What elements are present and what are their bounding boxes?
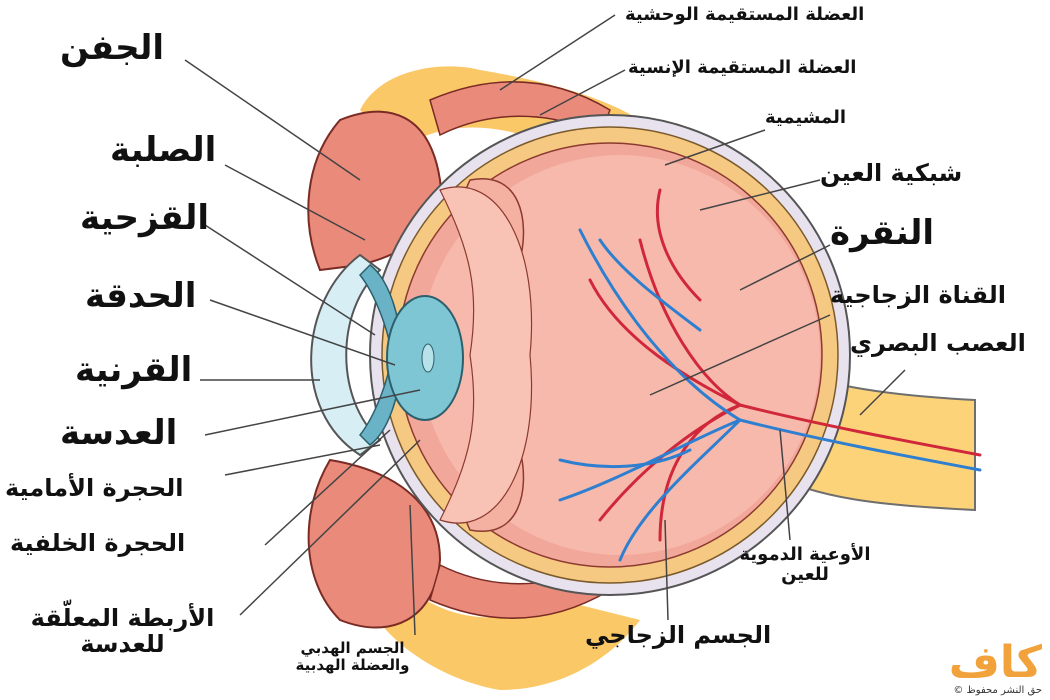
label-fovea: النقرة	[830, 213, 934, 253]
label-hyaloid-canal: القناة الزجاجية	[830, 281, 1006, 309]
copyright-notice: حق النشر محفوظ ©	[953, 685, 1042, 696]
label-iris: القزحية	[80, 198, 210, 238]
label-suspensory-ligaments: الأربطة المعلّقة للعدسة	[5, 605, 240, 658]
blood-vessels	[558, 188, 982, 562]
brand-logo: كاف	[948, 637, 1042, 688]
label-blood-vessels: الأوعية الدموية للعين	[720, 545, 890, 585]
label-vessels-line1: الأوعية الدموية	[739, 544, 871, 565]
lens-core	[421, 343, 435, 373]
label-lens: العدسة	[60, 413, 178, 453]
label-sclera: الصلبة	[110, 130, 217, 170]
label-retina: شبكية العين	[820, 159, 963, 187]
label-ciliary-line1: الجسم الهدبي	[300, 639, 405, 657]
label-vessels-line2: للعين	[781, 563, 829, 585]
brand-block: كاف حق النشر محفوظ ©	[948, 637, 1042, 697]
label-anterior-chamber: الحجرة الأمامية	[5, 474, 184, 502]
label-posterior-chamber: الحجرة الخلفية	[10, 529, 186, 557]
label-choroid: المشيمية	[765, 107, 846, 128]
label-eyelid: الجفن	[60, 28, 164, 68]
label-pupil: الحدقة	[85, 276, 197, 316]
label-medial-rectus: العضلة المستقيمة الإنسية	[628, 57, 857, 78]
label-vitreous-body: الجسم الزجاجي	[585, 621, 772, 649]
lower-eyelid	[307, 458, 442, 629]
label-lateral-rectus: العضلة المستقيمة الوحشية	[625, 4, 865, 25]
leader-lines	[184, 14, 906, 636]
label-optic-nerve: العصب البصري	[850, 329, 1026, 357]
label-suspensory-line1: الأربطة المعلّقة	[30, 604, 215, 632]
label-cornea: القرنية	[75, 350, 193, 390]
label-suspensory-line2: للعدسة	[80, 630, 165, 659]
label-ciliary-line2: والعضلة الهدبية	[295, 655, 410, 674]
label-ciliary-body: الجسم الهدبي والعضلة الهدبية	[270, 640, 435, 673]
zonule-fan	[439, 186, 533, 524]
